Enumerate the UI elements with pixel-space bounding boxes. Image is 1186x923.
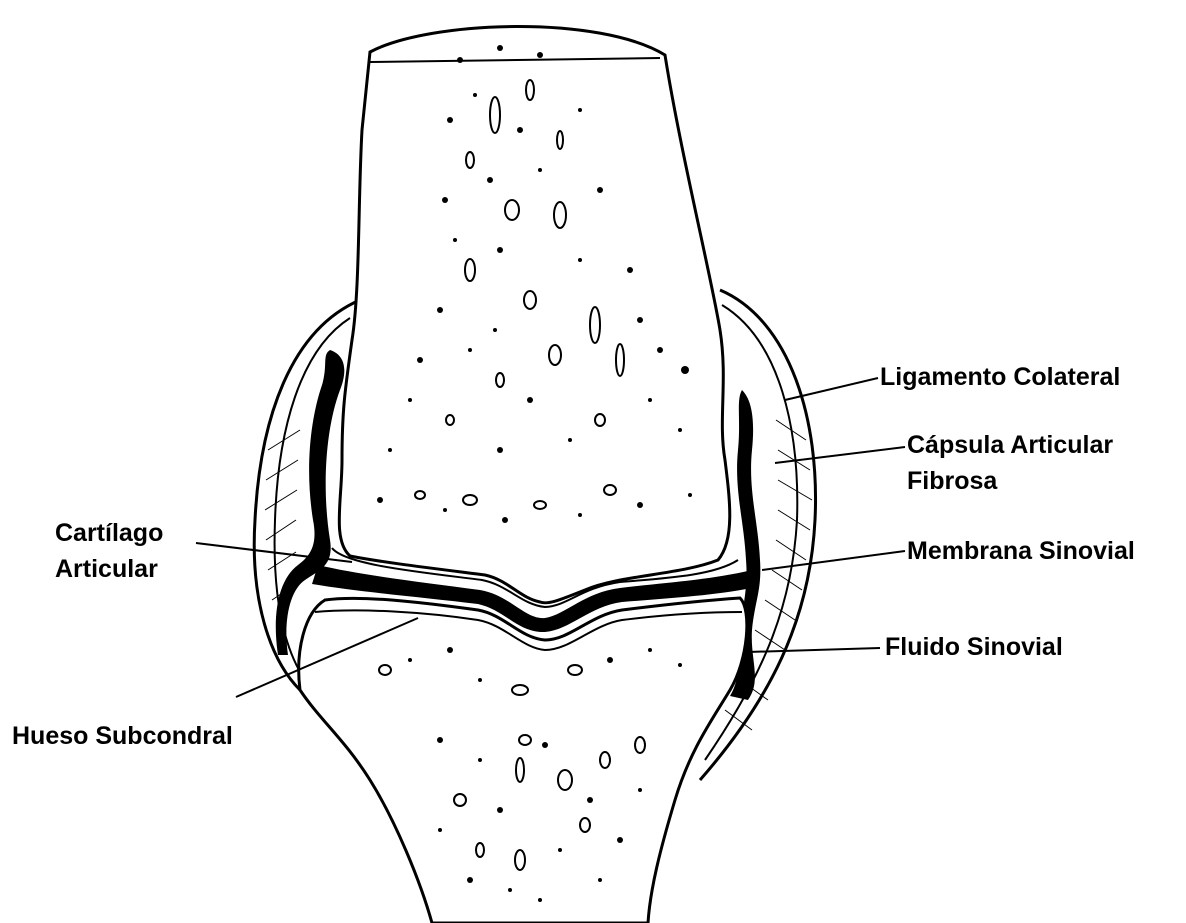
label-text-line2: Fibrosa [907, 463, 1113, 499]
label-capsula-articular-fibrosa: Cápsula Articular Fibrosa [907, 427, 1113, 499]
leader-membrana-sinovial [762, 551, 905, 570]
label-hueso-subcondral: Hueso Subcondral [12, 718, 233, 754]
label-text-line2: Articular [55, 551, 163, 587]
label-text-line1: Cartílago [55, 515, 163, 551]
label-cartilago-articular: Cartílago Articular [55, 515, 163, 587]
label-text: Fluido Sinovial [885, 629, 1063, 665]
label-text: Ligamento Colateral [880, 359, 1120, 395]
upper-bone [339, 26, 730, 602]
label-text: Hueso Subcondral [12, 718, 233, 754]
label-text-line1: Cápsula Articular [907, 427, 1113, 463]
label-text: Membrana Sinovial [907, 533, 1135, 569]
label-fluido-sinovial: Fluido Sinovial [885, 629, 1063, 665]
label-membrana-sinovial: Membrana Sinovial [907, 533, 1135, 569]
label-ligamento-colateral: Ligamento Colateral [880, 359, 1120, 395]
